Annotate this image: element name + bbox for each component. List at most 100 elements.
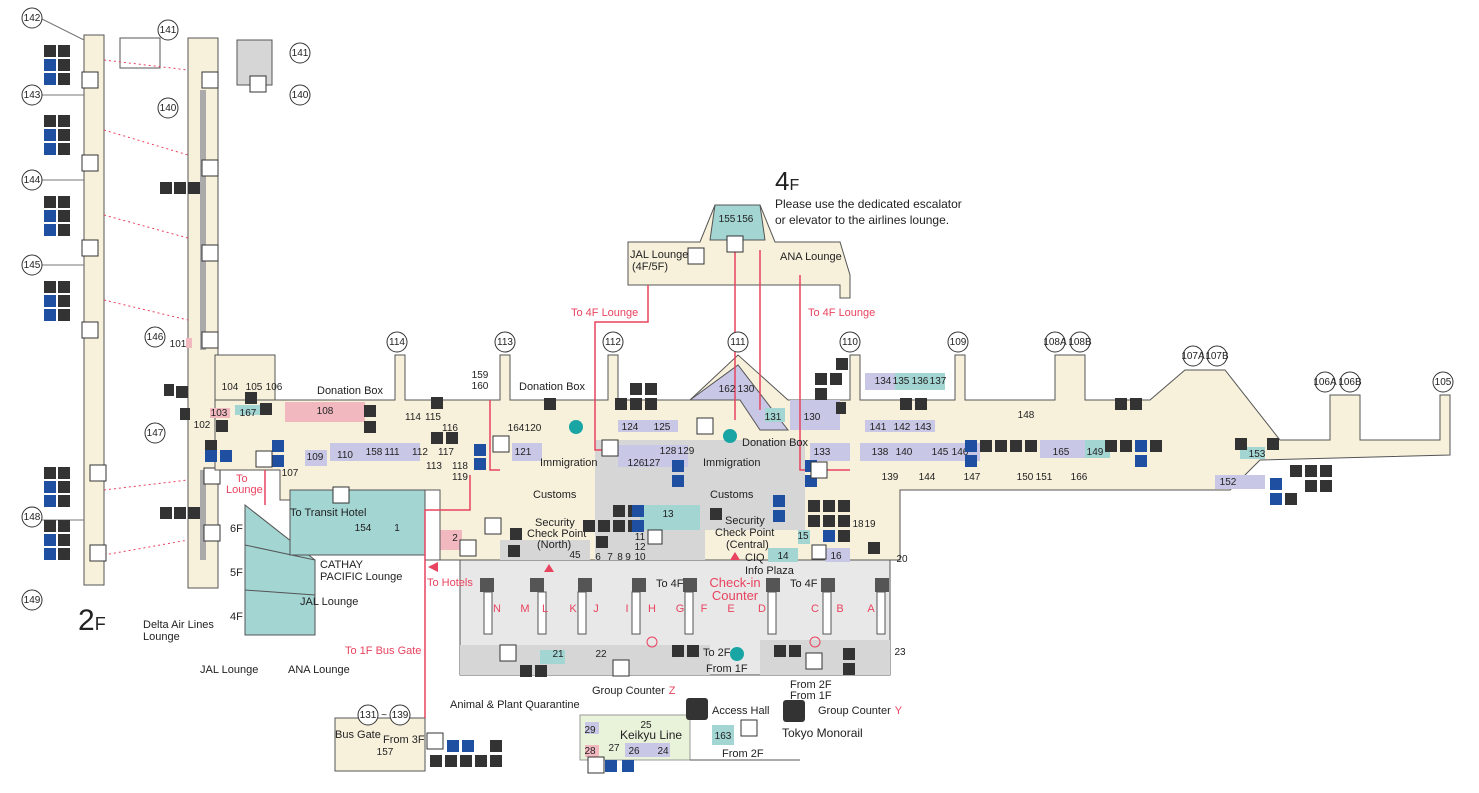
shop-118[interactable]: 118 xyxy=(452,461,468,472)
shop-124[interactable]: 124 xyxy=(622,422,639,433)
shop-101[interactable]: 101 xyxy=(170,339,187,350)
shop-144[interactable]: 144 xyxy=(919,472,936,483)
shop-18[interactable]: 18 xyxy=(852,519,864,530)
shop-10[interactable]: 10 xyxy=(634,552,646,563)
shop-162[interactable]: 162 xyxy=(719,384,736,395)
escalator-icon[interactable] xyxy=(726,235,744,253)
gate-108a[interactable]: 108A xyxy=(1043,331,1067,353)
shop-142[interactable]: 142 xyxy=(894,422,911,433)
ana-lounge-top[interactable]: ANA Lounge xyxy=(780,251,842,263)
counter-i[interactable]: I xyxy=(625,603,628,615)
shop-109[interactable]: 109 xyxy=(307,452,324,463)
shop-102[interactable]: 102 xyxy=(194,420,211,431)
shop-159[interactable]: 159 xyxy=(472,370,489,381)
gate-110[interactable]: 110 xyxy=(839,331,861,353)
jal-lounge-top[interactable]: JAL Lounge xyxy=(630,249,688,261)
shop-23[interactable]: 23 xyxy=(894,647,906,658)
gate-109[interactable]: 109 xyxy=(947,331,969,353)
shop-148[interactable]: 148 xyxy=(1018,410,1035,421)
escalator-icon-north[interactable] xyxy=(492,435,510,453)
counter-f[interactable]: F xyxy=(701,603,708,615)
to-lounge-2[interactable]: Lounge xyxy=(226,484,263,496)
shop-151[interactable]: 151 xyxy=(1036,472,1053,483)
shop-115[interactable]: 115 xyxy=(425,412,441,423)
shop-130-b[interactable]: 130 xyxy=(804,412,821,423)
counter-d[interactable]: D xyxy=(758,603,766,615)
counter-n[interactable]: N xyxy=(493,603,501,615)
delta-lounge-line2[interactable]: Lounge xyxy=(143,631,180,643)
bus-gate[interactable]: 131 ~ 139 Bus Gate From 3F xyxy=(335,704,425,746)
to-lounge-1[interactable]: To xyxy=(236,473,248,485)
gate-143[interactable]: 143 xyxy=(21,84,43,106)
shop-103[interactable]: 103 xyxy=(211,408,228,419)
shop-145[interactable]: 145 xyxy=(932,447,949,458)
gate-142[interactable]: 142 xyxy=(21,7,43,29)
gate-106a[interactable]: 106A xyxy=(1313,371,1337,393)
shop-12[interactable]: 12 xyxy=(634,542,646,553)
shop-27[interactable]: 27 xyxy=(608,743,620,754)
gate-114[interactable]: 114 xyxy=(386,331,408,353)
shop-104[interactable]: 104 xyxy=(222,382,239,393)
shop-45[interactable]: 45 xyxy=(569,550,581,561)
shop-120[interactable]: 120 xyxy=(525,423,542,434)
shop-1[interactable]: 1 xyxy=(394,523,400,534)
shop-106[interactable]: 106 xyxy=(266,382,283,393)
gate-108b[interactable]: 108B xyxy=(1068,331,1092,353)
shop-13[interactable]: 13 xyxy=(662,509,674,520)
shop-138[interactable]: 138 xyxy=(872,447,889,458)
shop-21[interactable]: 21 xyxy=(552,649,564,660)
counter-m[interactable]: M xyxy=(520,603,529,615)
shop-152[interactable]: 152 xyxy=(1220,477,1237,488)
shop-9[interactable]: 9 xyxy=(625,552,631,563)
counter-l[interactable]: L xyxy=(542,603,548,615)
shop-160[interactable]: 160 xyxy=(472,381,489,392)
shop-155[interactable]: 155 xyxy=(719,214,736,225)
shop-125[interactable]: 125 xyxy=(654,422,671,433)
shop-25[interactable]: 25 xyxy=(640,720,652,731)
counter-a[interactable]: A xyxy=(867,603,875,615)
counter-c[interactable]: C xyxy=(811,603,819,615)
shop-129[interactable]: 129 xyxy=(678,446,695,457)
shop-29[interactable]: 29 xyxy=(584,725,596,736)
shop-139[interactable]: 139 xyxy=(882,472,899,483)
to-4f-1[interactable]: To 4F xyxy=(656,578,684,590)
shop-24[interactable]: 24 xyxy=(657,746,669,757)
shop-112[interactable]: 112 xyxy=(412,447,428,458)
counter-h[interactable]: H xyxy=(648,603,656,615)
counter-e[interactable]: E xyxy=(727,603,734,615)
shop-16[interactable]: 16 xyxy=(830,551,842,562)
shop-113[interactable]: 113 xyxy=(426,461,442,472)
shop-105[interactable]: 105 xyxy=(246,382,263,393)
counter-b[interactable]: B xyxy=(836,603,843,615)
to-4f-lounge-1[interactable]: To 4F Lounge xyxy=(571,307,638,319)
shop-157[interactable]: 157 xyxy=(377,747,394,758)
jal-lounge-4f[interactable]: JAL Lounge xyxy=(200,664,258,676)
gate-106b[interactable]: 106B xyxy=(1338,371,1362,393)
shop-28[interactable]: 28 xyxy=(584,746,596,757)
gate-141-left[interactable]: 141 xyxy=(157,19,179,41)
to-2f[interactable]: To 2F xyxy=(703,647,731,659)
gate-148[interactable]: 148 xyxy=(21,506,43,528)
shop-19[interactable]: 19 xyxy=(864,519,876,530)
shop-15[interactable]: 15 xyxy=(797,531,809,542)
shop-158[interactable]: 158 xyxy=(366,447,383,458)
shop-131[interactable]: 131 xyxy=(765,412,782,423)
to-transit-hotel[interactable]: To Transit Hotel xyxy=(290,507,366,519)
gate-113[interactable]: 113 xyxy=(494,331,516,353)
shop-136[interactable]: 136 xyxy=(912,376,929,387)
delta-lounge-line1[interactable]: Delta Air Lines xyxy=(143,619,214,631)
gate-105[interactable]: 105 xyxy=(1432,371,1454,393)
shop-156[interactable]: 156 xyxy=(737,214,754,225)
to-4f-2[interactable]: To 4F xyxy=(790,578,818,590)
shop-164[interactable]: 164 xyxy=(508,423,525,434)
keikyu-line[interactable]: Keikyu Line xyxy=(620,728,682,742)
shop-143[interactable]: 143 xyxy=(915,422,932,433)
jal-lounge-5f[interactable]: JAL Lounge xyxy=(300,596,358,608)
shop-126[interactable]: 126 xyxy=(628,458,645,469)
shop-116[interactable]: 116 xyxy=(442,423,458,434)
shop-6[interactable]: 6 xyxy=(595,552,601,563)
shop-165[interactable]: 165 xyxy=(1053,447,1070,458)
shop-119[interactable]: 119 xyxy=(452,472,468,483)
